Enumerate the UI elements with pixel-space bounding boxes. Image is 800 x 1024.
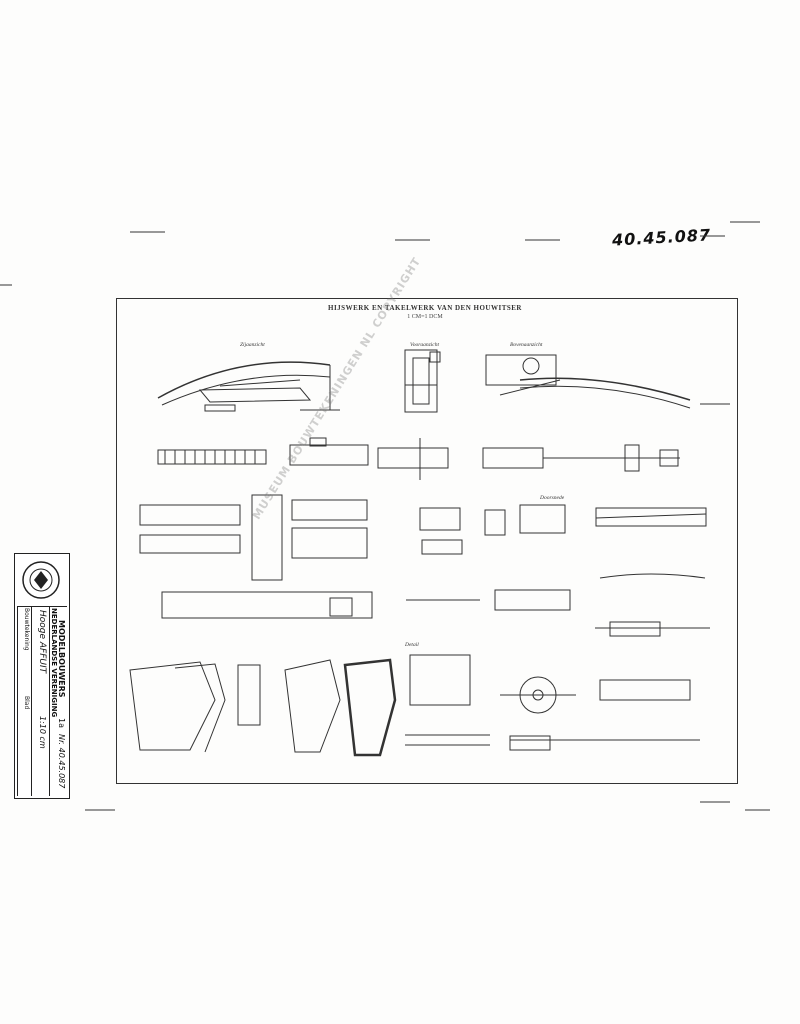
organization-line-2: MODELBOUWERS <box>57 620 66 698</box>
shield-center <box>284 659 341 753</box>
title-block-col-1: Bouwtekening Blad <box>17 606 31 796</box>
rack-bar <box>157 449 267 465</box>
sheet-value: 1a <box>57 718 66 728</box>
club-emblem-icon <box>22 561 60 599</box>
bolt-assembly <box>599 679 691 701</box>
title-block: Bouwtekening Blad Hooge AFFUIT 1:10 cm N… <box>14 553 70 799</box>
sheet-title: HIJSWERK EN TAKELWERK VAN DEN HOUWITSER <box>328 304 522 312</box>
sheet-subtitle: 1 CM=1 DCM <box>407 314 443 320</box>
shield-left <box>129 661 216 751</box>
view-label: Detail <box>405 642 419 648</box>
shield-left-edge <box>174 663 226 753</box>
right-view-body <box>485 354 557 386</box>
part-clip <box>484 509 506 536</box>
subject-name: Hooge AFFUIT <box>37 610 47 674</box>
front-view-cap <box>429 351 441 363</box>
long-bracket-detail <box>329 597 353 617</box>
part-long-bar-line <box>595 513 707 519</box>
rack-housing <box>289 444 369 466</box>
scale-segment <box>509 735 551 751</box>
part-column <box>251 494 283 581</box>
right-view-brace <box>499 379 561 396</box>
sheet-label: Blad <box>23 696 30 710</box>
section-detail <box>409 654 471 706</box>
front-view-inner <box>412 357 430 405</box>
rack-teeth <box>164 450 256 464</box>
view-label: Doorsnede <box>540 495 565 501</box>
title-block-col-3: NEDERLANDSE VERENIGING MODELBOUWERS 1a N… <box>49 606 67 796</box>
club-logo <box>17 556 67 607</box>
part-arc <box>599 573 706 579</box>
long-bracket <box>161 591 373 619</box>
trail-body-left <box>198 387 312 403</box>
right-view-wheel-hub <box>522 357 540 375</box>
trail-foot-left <box>204 404 236 412</box>
scale-value: 1:10 cm <box>38 716 47 749</box>
rack-clamp <box>309 437 327 447</box>
title-block-col-2: Hooge AFFUIT 1:10 cm <box>31 606 49 796</box>
shield-right-dark <box>343 658 397 757</box>
view-label: Zijaanzicht <box>240 342 265 348</box>
trail-brace <box>219 379 301 387</box>
rod-2-housing <box>609 621 661 637</box>
part-box-2 <box>291 499 368 521</box>
shield-center-strip <box>237 664 261 726</box>
screw-assembly <box>377 447 449 469</box>
part-bracket <box>419 507 461 531</box>
part-box-2-lower <box>291 527 368 559</box>
trail-curve-left-top <box>157 361 331 399</box>
sheet-frame <box>116 298 738 784</box>
drawing-number: Nr. 40.45.087 <box>57 734 66 789</box>
trail-curve-right-bottom <box>519 385 691 409</box>
gear-assembly <box>494 589 571 611</box>
axle-housing <box>482 447 544 469</box>
part-bracket-base <box>421 539 463 555</box>
view-label: Bovenaanzicht <box>510 342 543 348</box>
view-label: Vooraanzicht <box>410 342 440 348</box>
axle-end-right <box>659 449 679 467</box>
front-view-frame <box>404 349 438 413</box>
trail-curve-left-bottom <box>161 374 331 406</box>
drawing-label: Bouwtekening <box>23 608 30 651</box>
part-plate <box>519 504 566 534</box>
part-long-bar <box>595 507 707 527</box>
trail-curve-right-top <box>519 377 691 401</box>
part-box-1-lower <box>139 534 241 554</box>
part-box-1 <box>139 504 241 526</box>
axle-end-left <box>624 444 640 472</box>
